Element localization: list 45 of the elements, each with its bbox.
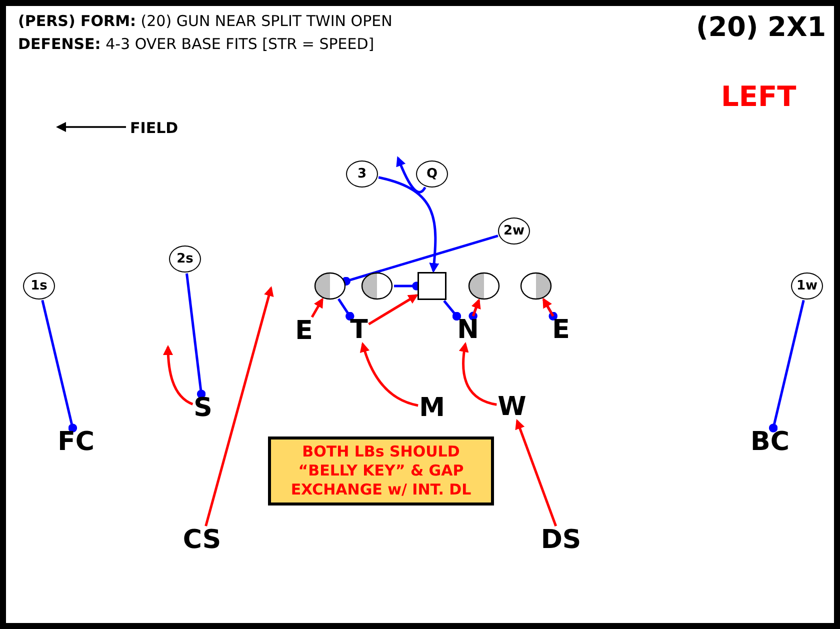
arrow	[368, 294, 418, 326]
player-circle: 1w	[791, 272, 823, 300]
position-label: CS	[182, 527, 222, 553]
player-circle: 1s	[23, 272, 55, 300]
position-label: T	[350, 317, 368, 343]
lineman-circle	[314, 272, 346, 300]
arrow	[459, 342, 497, 406]
arrow	[471, 298, 481, 316]
arrow	[378, 176, 440, 273]
arrow	[360, 342, 418, 407]
key-line	[41, 300, 78, 432]
position-label: N	[457, 317, 479, 343]
arrow	[163, 345, 194, 406]
arrow	[204, 286, 274, 526]
player-circle: 2w	[498, 218, 530, 244]
player-circle: 3	[346, 160, 378, 188]
key-line	[768, 300, 805, 432]
arrow	[542, 298, 554, 317]
player-circle: Q	[416, 160, 448, 188]
formation-title: (20) 2X1	[696, 12, 826, 43]
position-label: FC	[58, 429, 94, 455]
position-label: M	[419, 395, 445, 421]
note-box: BOTH LBs SHOULD “BELLY KEY” & GAP EXCHANGE w/ INT. DL	[268, 436, 494, 506]
lineman-circle	[520, 272, 552, 300]
lineman-circle	[361, 272, 393, 300]
key-line	[186, 273, 206, 398]
position-label: S	[194, 395, 212, 421]
center-square	[418, 272, 446, 300]
position-label: DS	[540, 527, 582, 553]
position-label: W	[498, 394, 526, 420]
player-circle: 2s	[169, 246, 201, 272]
key-line	[443, 300, 462, 321]
field-label: FIELD	[130, 119, 178, 137]
key-line	[342, 234, 498, 286]
position-label: E	[295, 318, 313, 344]
key-line	[338, 298, 354, 321]
arrow	[310, 298, 324, 318]
header-text: (PERS) FORM: (20) GUN NEAR SPLIT TWIN OPEN	[18, 12, 392, 30]
arrow	[515, 419, 558, 526]
position-label: E	[552, 317, 570, 343]
header-text: DEFENSE: 4-3 OVER BASE FITS [STR = SPEED]	[18, 35, 374, 53]
lineman-circle	[468, 272, 500, 300]
direction-label: LEFT	[721, 80, 796, 113]
arrow	[396, 156, 426, 194]
position-label: BC	[750, 429, 790, 455]
